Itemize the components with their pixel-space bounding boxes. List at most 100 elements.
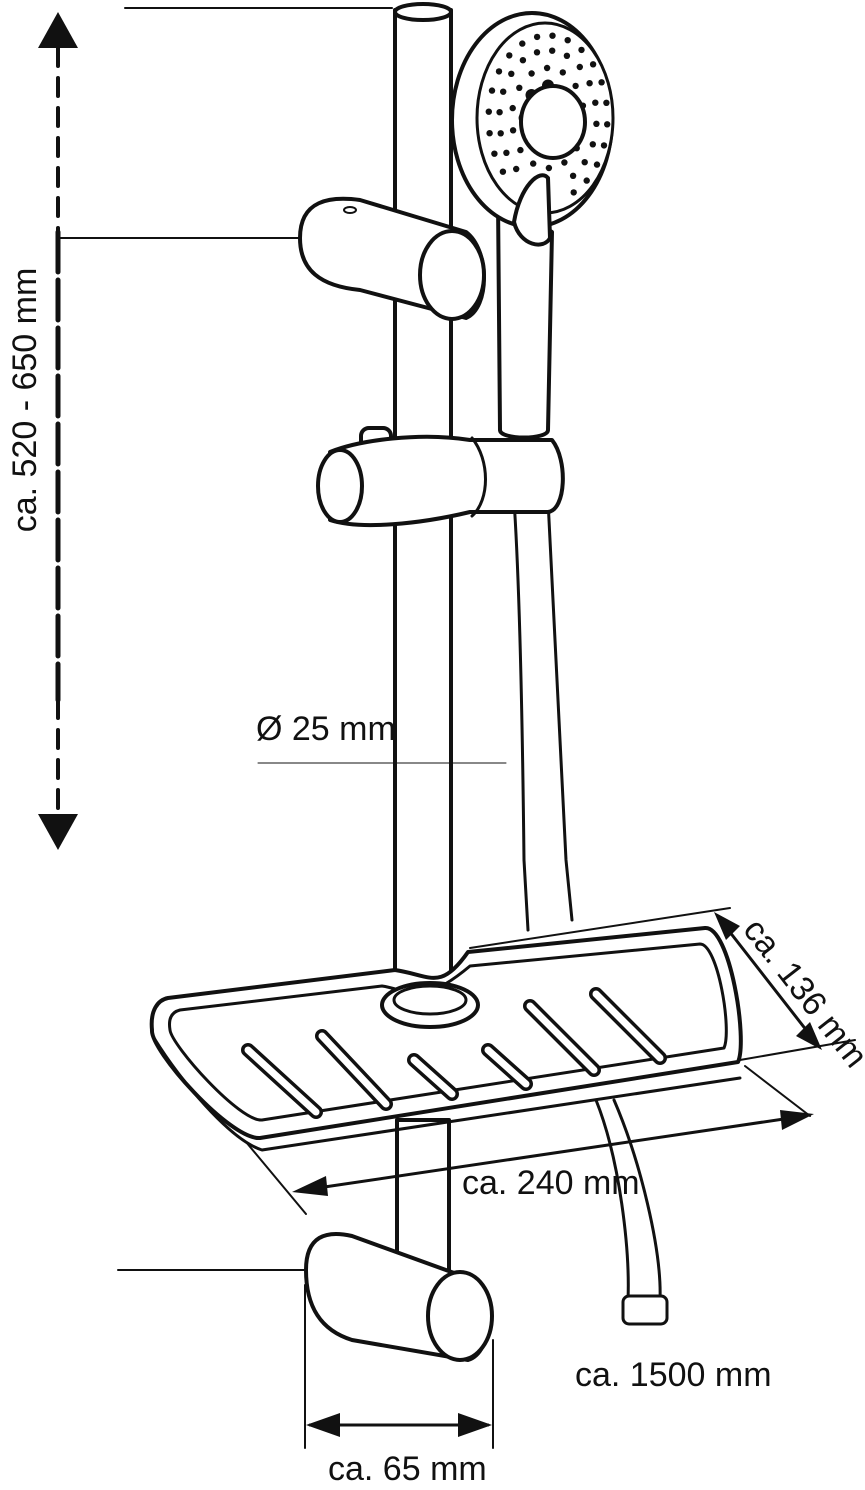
nozzle-dot: [516, 84, 523, 92]
nozzle-dot: [500, 88, 507, 95]
nozzle-dot: [533, 49, 541, 56]
nozzle-dot: [589, 61, 597, 68]
width-arrow-left-icon: [292, 1176, 328, 1196]
slider-body: [328, 434, 565, 528]
nozzle-dot: [528, 70, 535, 77]
nozzle-dot: [519, 57, 527, 64]
width-arrow-right-icon: [780, 1110, 814, 1130]
nozzle-dot: [495, 68, 503, 75]
depth-ext-front: [739, 1039, 856, 1061]
nozzle-dot: [545, 164, 553, 172]
nozzle-dot: [578, 46, 585, 54]
drain-slot-opening: [484, 1046, 530, 1088]
nozzle-dot: [549, 47, 556, 54]
depth-arrow-top-icon: [714, 912, 740, 940]
nozzle-dot: [491, 150, 498, 157]
hand-shower: [450, 11, 615, 440]
drain-slot-opening: [318, 1032, 390, 1108]
bracket-arrow-left-icon: [306, 1413, 340, 1437]
nozzle-dot: [598, 79, 605, 86]
nozzle-dot: [488, 87, 496, 94]
nozzle-dot: [509, 127, 517, 134]
nozzle-dot: [570, 189, 577, 196]
slider-left-end: [316, 448, 364, 524]
nozzle-dot: [600, 142, 608, 149]
height-dimension: ca. 520 - 650 mm: [6, 7, 393, 850]
hose-length-label: ca. 1500 mm: [575, 1356, 772, 1394]
arrow-up-icon: [38, 12, 78, 48]
nozzle-dot: [581, 159, 588, 166]
drain-slot-opening: [592, 990, 664, 1062]
nozzle-dot: [569, 172, 577, 179]
nozzle-dot: [509, 104, 516, 112]
hand-shower-handle: [496, 198, 554, 440]
nozzle-dot: [506, 52, 513, 59]
depth-arrow-bottom-icon: [796, 1022, 822, 1050]
upper-wall-bracket: [298, 196, 486, 321]
nozzle-dot: [497, 130, 504, 137]
bracket-width-dimension: ca. 65 mm: [304, 1284, 494, 1488]
upper-bracket-cap: [418, 229, 486, 321]
nozzle-dot: [576, 63, 583, 71]
nozzle-dot: [583, 177, 590, 184]
nozzle-dot: [519, 40, 526, 47]
nozzle-dot: [603, 99, 610, 107]
width-line: [302, 1114, 806, 1192]
nozzle-dot: [559, 69, 566, 76]
nozzle-dot: [499, 168, 507, 175]
nozzle-dot: [563, 52, 571, 59]
rail-top-cap: [393, 2, 453, 22]
nozzle-dot: [503, 149, 510, 156]
depth-ext-back: [469, 907, 731, 949]
width-ext-left: [245, 1141, 307, 1215]
nozzle-dot: [517, 146, 524, 154]
drain-slots: [241, 987, 667, 1119]
nozzle-dot: [589, 141, 596, 148]
nozzle-dot: [496, 109, 503, 116]
nozzle-dot: [533, 33, 541, 41]
depth-line: [720, 920, 816, 1042]
lower-wall-bracket: [117, 1231, 494, 1362]
hose-nut: [621, 1294, 669, 1326]
nozzle-dot: [513, 165, 520, 173]
nozzle-dot: [543, 64, 551, 72]
slider: [316, 426, 565, 528]
drain-slot-opening: [410, 1056, 456, 1098]
nozzle-dot: [561, 159, 568, 166]
diameter-dimension: Ø 25 mm: [256, 710, 507, 764]
nozzle-dot: [593, 120, 600, 128]
tray-width-dimension: ca. 240 mm: [245, 1065, 814, 1215]
nozzle-dot: [592, 99, 599, 106]
rail-diameter-label: Ø 25 mm: [256, 710, 396, 748]
lower-bracket-cap: [426, 1270, 494, 1362]
tray-edge: [152, 1036, 742, 1152]
drain-slot-opening: [244, 1046, 320, 1116]
upper-bracket-slot: [343, 206, 357, 214]
nozzle-dot: [486, 130, 493, 137]
tray-collar-inner: [392, 984, 468, 1016]
bracket-arrow-right-icon: [458, 1413, 492, 1437]
nozzle-dot: [593, 161, 601, 168]
hose-lower: [594, 1098, 662, 1302]
tray-width-label: ca. 240 mm: [462, 1164, 640, 1202]
arrow-down-icon: [38, 814, 78, 850]
soap-tray: [149, 926, 743, 1152]
nozzle-dot: [586, 80, 593, 87]
tray-outer-rim: [149, 926, 743, 1141]
nozzle-dot: [508, 70, 515, 78]
shower-hose: ca. 1500 mm: [510, 443, 772, 1394]
width-ext-right: [744, 1065, 811, 1117]
nozzle-dot: [530, 160, 537, 167]
nozzle-dot: [572, 82, 579, 90]
height-range-label: ca. 520 - 650 mm: [6, 268, 44, 533]
bracket-width-label: ca. 65 mm: [328, 1450, 487, 1488]
spray-center: [519, 84, 587, 160]
drain-slot-opening: [526, 1002, 598, 1074]
hand-shower-neck: [512, 173, 552, 247]
nozzle-dot: [564, 37, 571, 44]
slider-divider: [470, 436, 487, 518]
nozzle-dot: [604, 121, 611, 128]
hose-upper: [510, 443, 574, 932]
nozzle-dot: [485, 108, 492, 115]
